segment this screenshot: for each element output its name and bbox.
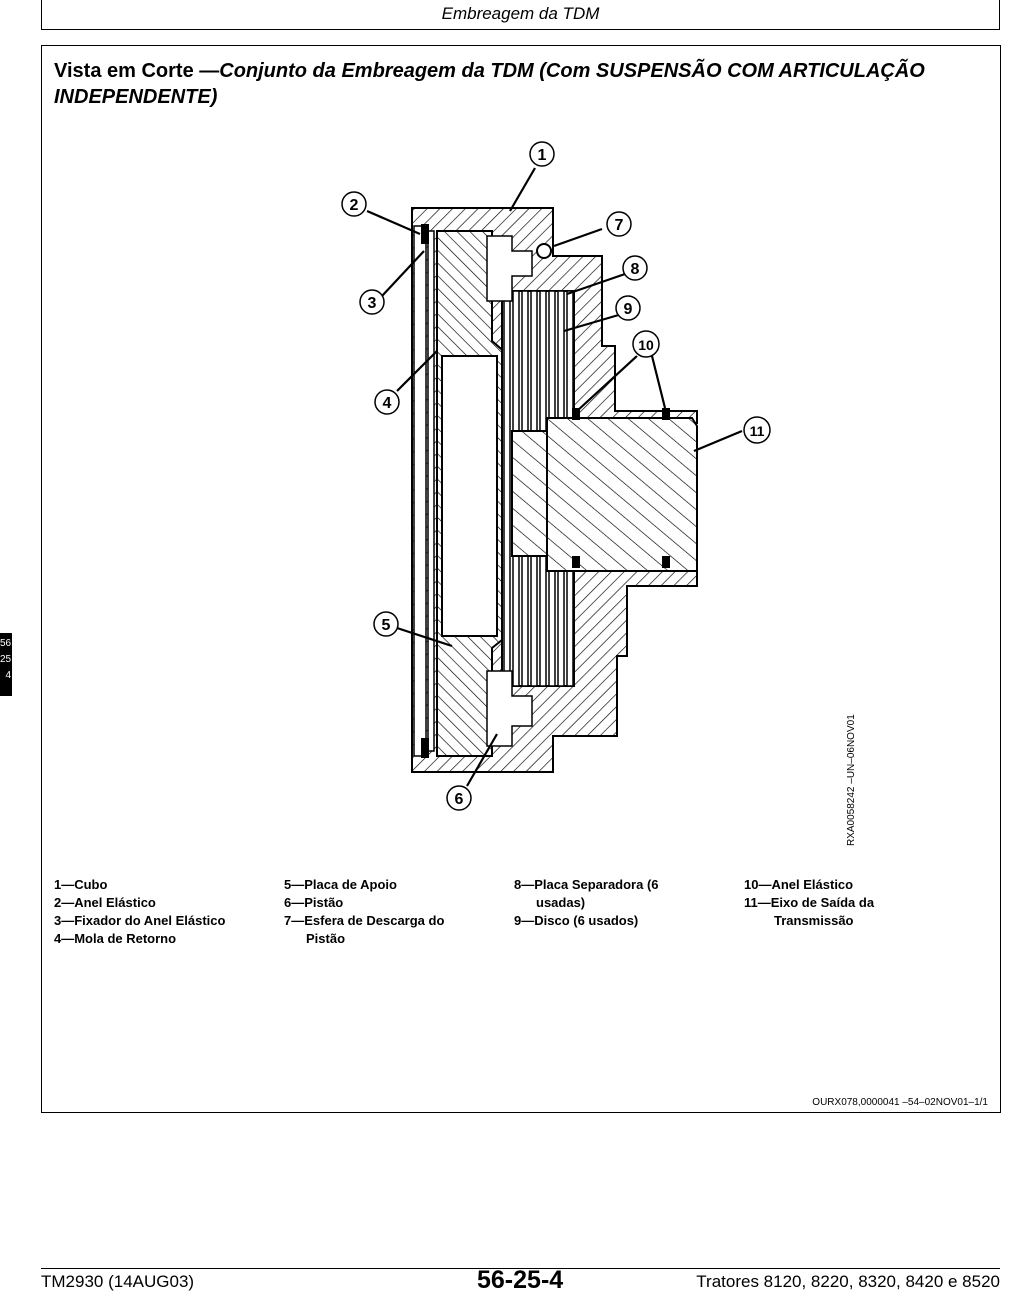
callout-7: 7 bbox=[606, 211, 632, 237]
legend-item: 5—Placa de Apoio bbox=[284, 877, 397, 892]
svg-text:7: 7 bbox=[615, 217, 624, 234]
legend-item: 6—Pistão bbox=[284, 895, 344, 910]
legend-item: 8—Placa Separadora (6 bbox=[514, 877, 659, 892]
legend-item-continued: Pistão bbox=[306, 931, 346, 946]
legend-item-continued: usadas) bbox=[536, 895, 586, 910]
legend-item: 11—Eixo de Saída da bbox=[744, 895, 875, 910]
backing-plates bbox=[413, 225, 435, 757]
legend-column-4: 10—Anel Elástico 11—Eixo de Saída da Tra… bbox=[744, 876, 874, 930]
legend-item-continued: Transmissão bbox=[774, 913, 854, 928]
piston bbox=[486, 235, 533, 747]
section-title-plain: Vista em Corte — bbox=[54, 60, 220, 82]
legend-item: 9—Disco (6 usados) bbox=[514, 913, 639, 928]
svg-text:9: 9 bbox=[624, 301, 633, 318]
legend-column-1: 1—Cubo 2—Anel Elástico 3—Fixador do Anel… bbox=[54, 876, 225, 948]
footer-divider bbox=[41, 1268, 1000, 1269]
callout-1: 1 bbox=[529, 141, 555, 167]
section-tab: 56 25 4 bbox=[0, 633, 12, 696]
callout-8: 8 bbox=[622, 255, 648, 281]
callout-3: 3 bbox=[359, 289, 385, 315]
content-box: Vista em Corte —Conjunto da Embreagem da… bbox=[41, 45, 1001, 1113]
callout-6: 6 bbox=[446, 785, 472, 811]
leader-lines bbox=[366, 167, 743, 787]
callouts: 1 2 3 4 5 6 7 8 9 10 11 bbox=[341, 141, 771, 811]
legend-item: 4—Mola de Retorno bbox=[54, 931, 177, 946]
reference-code: OURX078,0000041 –54–02NOV01–1/1 bbox=[812, 1097, 988, 1108]
footer-manual-code: TM2930 (14AUG03) bbox=[41, 1272, 195, 1291]
tab-number-1: 56 bbox=[0, 638, 12, 649]
legend-item: 7—Esfera de Descarga do bbox=[284, 913, 445, 928]
legend-item: 3—Fixador do Anel Elástico bbox=[54, 913, 226, 928]
figure-code: RXA0058242 –UN–06NOV01 bbox=[846, 714, 857, 846]
footer-tractor-models: Tratores 8120, 8220, 8320, 8420 e 8520 bbox=[696, 1272, 1000, 1291]
page-header: Embreagem da TDM bbox=[41, 0, 1000, 30]
svg-text:6: 6 bbox=[455, 791, 464, 808]
callout-5: 5 bbox=[373, 611, 399, 637]
svg-text:4: 4 bbox=[383, 395, 392, 412]
svg-text:3: 3 bbox=[368, 295, 377, 312]
callout-11: 11 bbox=[743, 416, 771, 444]
legend-item: 2—Anel Elástico bbox=[54, 895, 156, 910]
legend-column-2: 5—Placa de Apoio 6—Pistão 7—Esfera de De… bbox=[284, 876, 444, 948]
legend-column-3: 8—Placa Separadora (6 usadas) 9—Disco (6… bbox=[514, 876, 659, 930]
callout-9: 9 bbox=[615, 295, 641, 321]
legend-item: 1—Cubo bbox=[54, 877, 108, 892]
section-title: Vista em Corte —Conjunto da Embreagem da… bbox=[54, 58, 954, 110]
svg-text:5: 5 bbox=[382, 617, 391, 634]
tab-number-3: 4 bbox=[5, 670, 11, 681]
svg-text:8: 8 bbox=[631, 261, 640, 278]
svg-text:10: 10 bbox=[638, 337, 654, 353]
output-shaft bbox=[511, 417, 698, 572]
header-title: Embreagem da TDM bbox=[441, 4, 600, 23]
callout-4: 4 bbox=[374, 389, 400, 415]
callout-10: 10 bbox=[632, 330, 660, 358]
footer-page-number: 56-25-4 bbox=[477, 1266, 564, 1294]
seal-rings bbox=[421, 224, 670, 758]
callout-2: 2 bbox=[341, 191, 367, 217]
svg-text:2: 2 bbox=[350, 197, 359, 214]
legend-item: 10—Anel Elástico bbox=[744, 877, 854, 892]
tab-number-2: 25 bbox=[0, 654, 12, 665]
check-ball bbox=[536, 243, 552, 259]
clutch-cross-section-figure: 1 2 3 4 5 6 7 8 9 10 11 RXA0058242 –UN–0… bbox=[341, 141, 857, 846]
svg-text:11: 11 bbox=[750, 423, 765, 439]
section-title-italic: Conjunto da Embreagem da TDM (Com SUSPEN… bbox=[54, 60, 925, 108]
svg-text:1: 1 bbox=[538, 147, 547, 164]
